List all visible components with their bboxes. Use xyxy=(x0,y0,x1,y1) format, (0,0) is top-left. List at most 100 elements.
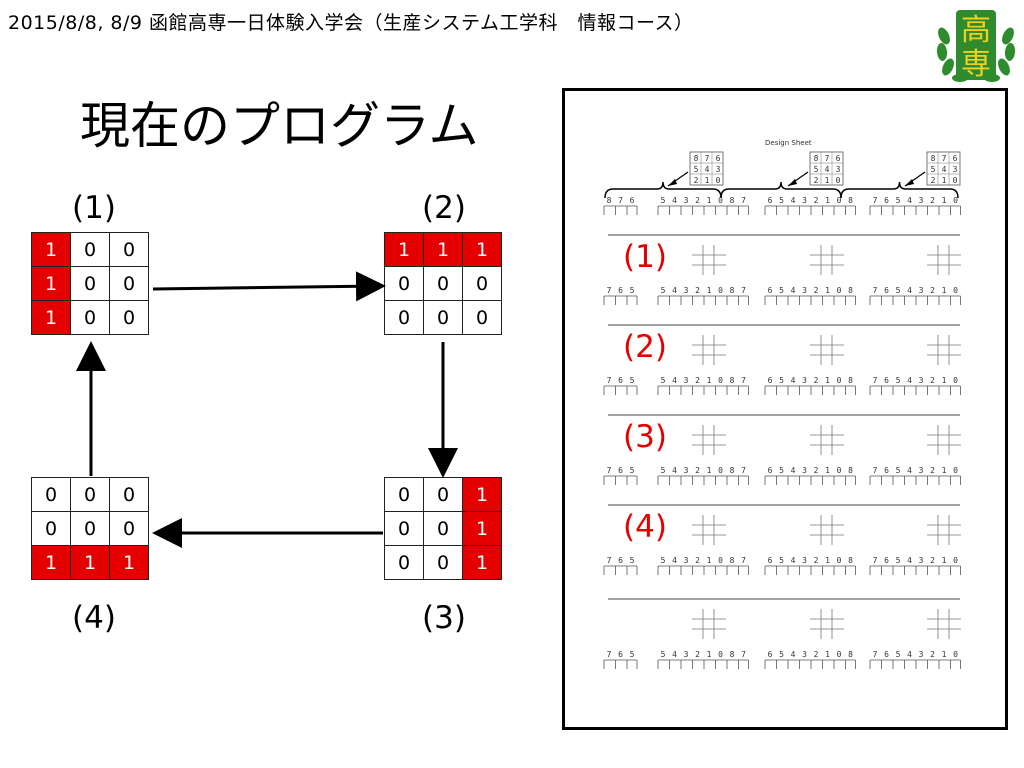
bit-label: 1 xyxy=(942,376,947,385)
bit-label: 2 xyxy=(814,466,819,475)
grid-cell: 1 xyxy=(31,300,71,335)
bit-label: 7 xyxy=(741,196,746,205)
bit-label: 6 xyxy=(768,376,773,385)
bit-label: 6 xyxy=(884,556,889,565)
bit-label: 0 xyxy=(953,196,958,205)
grid-cell: 0 xyxy=(423,511,463,546)
bit-label: 5 xyxy=(779,376,784,385)
grid-cell: 0 xyxy=(109,300,149,335)
grid-cell: 1 xyxy=(31,545,71,580)
bit-label: 0 xyxy=(718,650,723,659)
bit-label: 2 xyxy=(695,196,700,205)
grid-cell: 1 xyxy=(109,545,149,580)
grid-cell: 0 xyxy=(423,477,463,512)
bit-label: 8 xyxy=(730,466,735,475)
bit-label: 5 xyxy=(630,376,635,385)
bit-label: 8 xyxy=(730,556,735,565)
bit-label: 0 xyxy=(837,466,842,475)
bit-label: 5 xyxy=(661,376,666,385)
bit-label: 2 xyxy=(814,650,819,659)
bit-label: 8 xyxy=(848,650,853,659)
bit-label: 4 xyxy=(907,376,912,385)
state-1-label: (1) xyxy=(72,190,116,226)
bit-label: 5 xyxy=(661,286,666,295)
bit-label: 7 xyxy=(741,650,746,659)
bit-label: 2 xyxy=(695,556,700,565)
bit-label: 7 xyxy=(873,376,878,385)
bit-label: 4 xyxy=(672,466,677,475)
bit-label: 0 xyxy=(837,376,842,385)
legend-bit: 1 xyxy=(825,176,830,185)
legend-bit: 7 xyxy=(705,154,710,163)
bit-label: 1 xyxy=(825,466,830,475)
bit-label: 8 xyxy=(848,466,853,475)
bit-label: 6 xyxy=(768,286,773,295)
bit-label: 0 xyxy=(953,466,958,475)
bit-label: 1 xyxy=(825,556,830,565)
bit-label: 2 xyxy=(930,196,935,205)
bit-label: 6 xyxy=(884,466,889,475)
legend-bit: 0 xyxy=(836,176,841,185)
bit-label: 5 xyxy=(896,286,901,295)
bit-label: 4 xyxy=(672,650,677,659)
legend-bit: 8 xyxy=(814,154,819,163)
legend-bit: 8 xyxy=(694,154,699,163)
bit-label: 3 xyxy=(802,376,807,385)
laurel-emblem-icon: 高 専 xyxy=(936,10,1016,82)
bit-label: 4 xyxy=(672,196,677,205)
legend-bit: 5 xyxy=(814,165,819,174)
bit-label: 3 xyxy=(802,556,807,565)
bit-label: 4 xyxy=(791,196,796,205)
bit-label: 5 xyxy=(661,196,666,205)
bit-label: 1 xyxy=(707,466,712,475)
bit-label: 1 xyxy=(942,466,947,475)
grid-cell: 0 xyxy=(462,266,502,301)
bit-label: 1 xyxy=(825,286,830,295)
bit-label: 3 xyxy=(684,556,689,565)
design-sheet-title: Design Sheet xyxy=(765,139,812,147)
bit-label: 4 xyxy=(791,650,796,659)
bit-label: 1 xyxy=(707,376,712,385)
bit-label: 5 xyxy=(630,650,635,659)
bit-label: 1 xyxy=(825,650,830,659)
bit-label: 5 xyxy=(896,650,901,659)
legend-bit: 8 xyxy=(931,154,936,163)
bit-label: 8 xyxy=(730,650,735,659)
bit-label: 2 xyxy=(695,650,700,659)
bit-label: 7 xyxy=(607,466,612,475)
grid-cell: 0 xyxy=(109,266,149,301)
bit-label: 2 xyxy=(695,466,700,475)
state-2-label: (2) xyxy=(422,190,466,226)
bit-label: 7 xyxy=(873,556,878,565)
bit-label: 2 xyxy=(695,376,700,385)
bit-label: 1 xyxy=(707,650,712,659)
bit-label: 6 xyxy=(768,556,773,565)
bit-label: 6 xyxy=(884,286,889,295)
bit-label: 0 xyxy=(837,556,842,565)
bit-label: 5 xyxy=(630,286,635,295)
state-3-label: (3) xyxy=(422,600,466,636)
bit-label: 3 xyxy=(684,466,689,475)
bit-label: 3 xyxy=(684,286,689,295)
grid-cell: 0 xyxy=(70,300,110,335)
grid-cell: 0 xyxy=(109,477,149,512)
bit-label: 1 xyxy=(707,196,712,205)
bit-label: 6 xyxy=(768,466,773,475)
bit-label: 5 xyxy=(661,466,666,475)
bit-label: 0 xyxy=(953,376,958,385)
bit-label: 2 xyxy=(930,650,935,659)
bit-label: 3 xyxy=(684,376,689,385)
bit-label: 8 xyxy=(848,376,853,385)
bit-label: 8 xyxy=(848,196,853,205)
bit-label: 4 xyxy=(907,650,912,659)
bit-label: 4 xyxy=(672,286,677,295)
bit-label: 6 xyxy=(884,196,889,205)
bit-label: 5 xyxy=(779,466,784,475)
bit-label: 2 xyxy=(930,376,935,385)
bit-label: 6 xyxy=(618,376,623,385)
bit-label: 7 xyxy=(873,650,878,659)
grid-cell: 1 xyxy=(462,232,502,267)
legend-bit: 5 xyxy=(694,165,699,174)
